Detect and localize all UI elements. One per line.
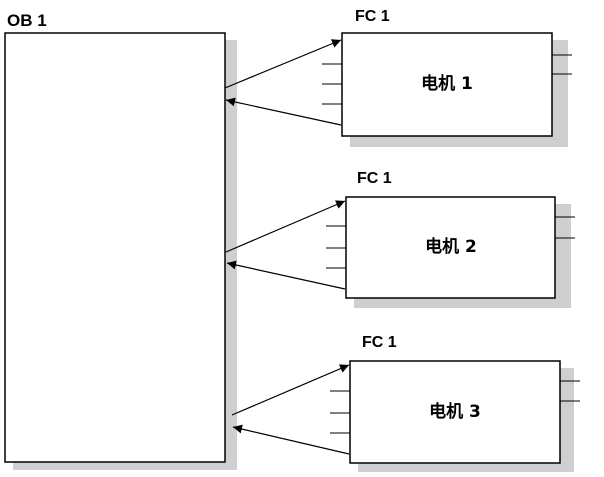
return-arrow-3 — [232, 424, 350, 455]
fc1-label: FC 1 — [355, 8, 390, 25]
fc1-input-pins — [322, 63, 342, 105]
fc-block-3: FC 1 电机 3 — [330, 334, 580, 472]
fc2-input-pins — [326, 225, 346, 269]
call-arrow-3 — [231, 364, 350, 416]
fc1-output-pins — [552, 54, 572, 75]
fc3-output-pins — [560, 380, 580, 402]
fc1-name: 电机 1 — [421, 73, 473, 94]
fc2-output-pins — [555, 216, 575, 239]
ob1-block: OB 1 — [4, 11, 237, 470]
call-arrow-1 — [224, 39, 342, 89]
fc3-name: 电机 3 — [429, 401, 481, 422]
fc2-name: 电机 2 — [425, 236, 477, 257]
fc3-label: FC 1 — [362, 334, 397, 351]
ob1-label: OB 1 — [7, 11, 47, 30]
return-arrow-2 — [226, 260, 346, 290]
return-arrow-1 — [225, 97, 342, 126]
fc3-input-pins — [330, 390, 350, 434]
call-arrow-2 — [225, 200, 346, 253]
fc-block-1: FC 1 电机 1 — [322, 8, 572, 147]
fc-block-2: FC 1 电机 2 — [326, 170, 575, 308]
fc2-label: FC 1 — [357, 170, 392, 187]
